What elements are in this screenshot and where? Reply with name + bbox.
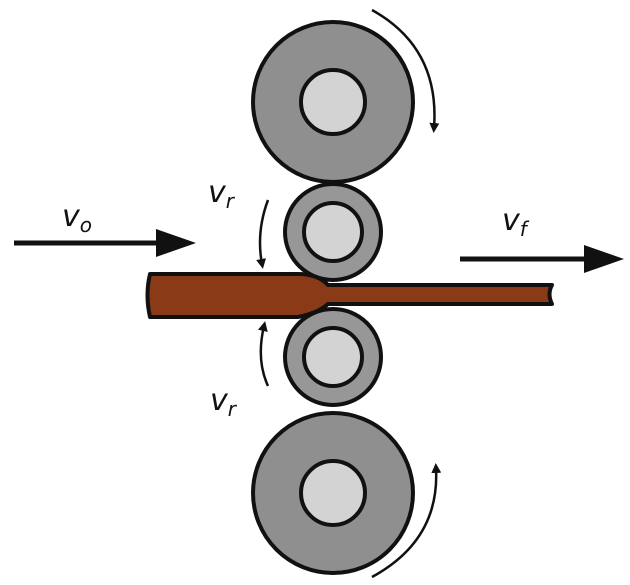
bottom-backup-rotation-arrow xyxy=(371,463,442,579)
entry-velocity-arrow xyxy=(14,229,196,257)
top-backup-roll-core xyxy=(299,68,367,136)
top-backup-roll xyxy=(251,20,415,184)
exit-velocity-label: vf xyxy=(502,203,530,241)
bottom-backup-roll xyxy=(251,411,415,575)
bottom-work-rotation-arrow xyxy=(257,321,270,387)
top-work-roll xyxy=(283,182,383,282)
bottom-work-roll xyxy=(283,307,383,407)
top-work-roll-core xyxy=(302,201,364,263)
entry-velocity-label: vo xyxy=(62,199,92,237)
roll-velocity-label-bottom: vr xyxy=(210,383,238,421)
exit-velocity-arrow xyxy=(460,245,624,273)
top-backup-rotation-arrow xyxy=(371,8,440,133)
roll-velocity-label-top: vr xyxy=(208,175,236,213)
workpiece-strip xyxy=(145,272,554,319)
top-work-rotation-arrow xyxy=(256,199,270,269)
bottom-backup-roll-core xyxy=(299,459,367,527)
bottom-work-roll-core xyxy=(302,326,364,388)
